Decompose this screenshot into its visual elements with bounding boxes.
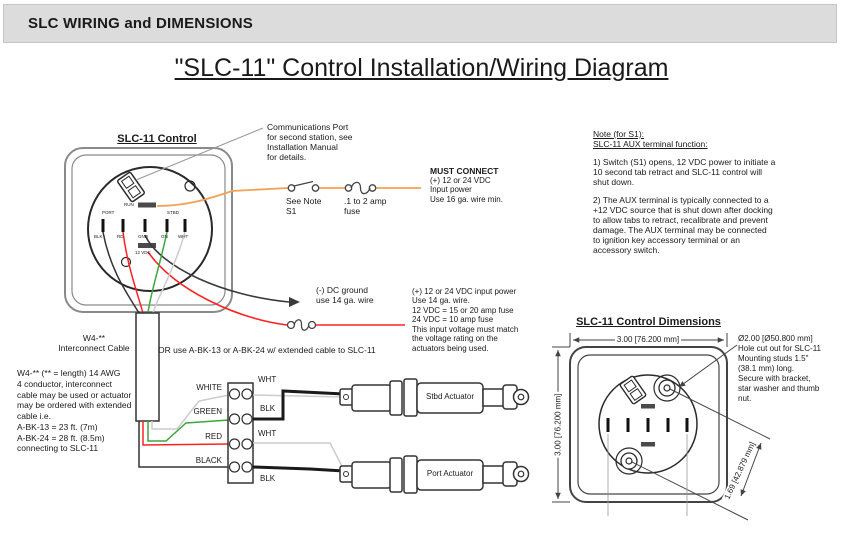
- vdc-label: 12 VDC: [135, 250, 151, 255]
- wire-label-blk-port: BLK: [260, 474, 276, 483]
- vdc-led: [138, 243, 156, 248]
- pin-label-gnd: GND: [138, 234, 148, 239]
- dim-width-value: 3.00 [76.200 mm]: [614, 335, 682, 344]
- note-s1-para2: 2) The AUX terminal is typically connect…: [593, 195, 773, 256]
- dc-ground-label: (-) DC ground use 14 ga. wire: [316, 285, 374, 306]
- port-label: PORT: [102, 210, 115, 215]
- switch-s1-symbol: [287, 180, 320, 192]
- wire-label-black: BLACK: [195, 456, 222, 465]
- hole-cutout-note: Ø2.00 [Ø50.800 mm] Hole cut out for SLC-…: [738, 334, 822, 403]
- note-s1-para1: 1) Switch (S1) opens, 12 VDC power to in…: [593, 157, 776, 188]
- comms-leader-line: [135, 127, 264, 181]
- pin-label-gn: GN: [161, 234, 168, 239]
- dim-height-value: 3.00 [76.200 mm]: [553, 391, 563, 458]
- wire-label-red: RED: [205, 432, 222, 441]
- wire-label-white: WHITE: [196, 383, 222, 392]
- control-label: SLC-11 Control: [117, 133, 197, 145]
- input-power-note: (+) 12 or 24 VDC input power Use 14 ga. …: [412, 287, 519, 353]
- section-title: SLC WIRING and DIMENSIONS: [28, 15, 254, 32]
- stbd-actuator-label: Stbd Actuator: [425, 392, 475, 401]
- port-actuator-drawing: [339, 455, 530, 494]
- dim-height-label: 3.00 [76.200 mm]: [553, 385, 563, 465]
- pin-label-blk: BLK: [94, 234, 103, 239]
- section-header-bar: SLC WIRING and DIMENSIONS: [3, 4, 837, 43]
- aux-wire: [156, 180, 421, 207]
- wire-label-blk-stbd: BLK: [260, 404, 276, 413]
- see-note-s1-label: See Note S1: [286, 196, 322, 217]
- small-fuse-label: .1 to 2 amp fuse: [344, 196, 387, 217]
- dims-pins: [606, 418, 689, 432]
- must-connect-body: (+) 12 or 24 VDC Input power Use 16 ga. …: [430, 176, 503, 204]
- pin-label-rd: RD: [117, 234, 124, 239]
- must-connect-title: MUST CONNECT: [430, 166, 499, 176]
- interconnect-label: W4-** Interconnect Cable: [58, 333, 130, 354]
- control-drawing: [64, 147, 233, 313]
- page-title: "SLC-11" Control Installation/Wiring Dia…: [174, 54, 669, 82]
- or-use-note: OR use A-BK-13 or A-BK-24 w/ extended ca…: [158, 345, 376, 355]
- run-led: [138, 202, 156, 208]
- note-s1-heading2: SLC-11 AUX terminal function:: [593, 139, 708, 149]
- control-pins: [101, 219, 187, 232]
- wire-label-wht-stbd: WHT: [258, 375, 277, 384]
- dimensions-drawing: [552, 333, 771, 521]
- strip-to-actuator-wires: [252, 389, 345, 473]
- stbd-label: STBD: [167, 210, 180, 215]
- port-actuator-label: Port Actuator: [426, 469, 474, 478]
- ground-wire: [144, 234, 300, 307]
- wire-label-wht-port: WHT: [258, 429, 277, 438]
- dim-width-label: 3.00 [76.200 mm]: [598, 335, 698, 344]
- note-s1-heading1: Note (for S1):: [593, 129, 645, 139]
- pin-label-wht: WHT: [178, 234, 189, 239]
- stbd-actuator-drawing: [339, 378, 530, 417]
- control-to-cable-wires: [102, 231, 186, 314]
- power-fuse-symbol: [286, 319, 317, 331]
- ground-arrow-icon: [289, 297, 300, 307]
- interconnect-note: W4-** (** = length) 14 AWG 4 conductor, …: [17, 368, 132, 454]
- cable-to-strip-wires: [138, 394, 230, 468]
- terminal-strip: [227, 382, 254, 484]
- dimensions-title: SLC-11 Control Dimensions: [576, 316, 721, 328]
- small-fuse-symbol: [344, 181, 377, 195]
- comms-port-note: Communications Port for second station, …: [267, 122, 353, 163]
- comms-connector-icon: [117, 171, 145, 203]
- dims-connector-icon: [619, 375, 647, 405]
- wire-label-green: GREEN: [193, 407, 222, 416]
- run-label: RUN: [124, 202, 134, 207]
